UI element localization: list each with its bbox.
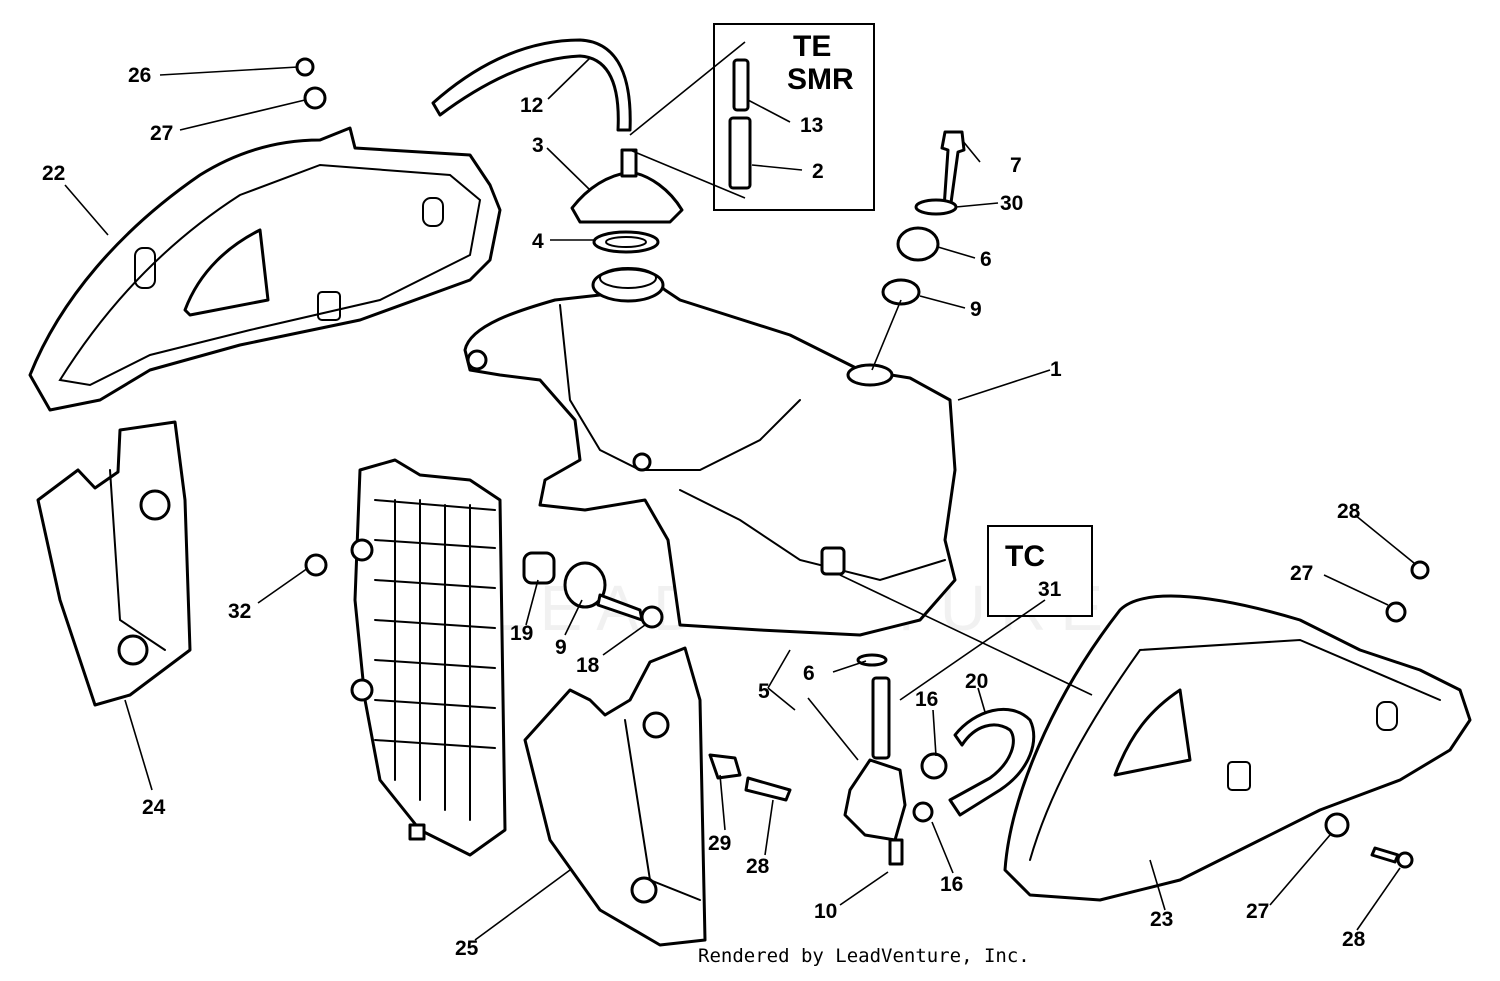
callout-16: 16 — [940, 873, 963, 896]
callout-32: 32 — [228, 600, 251, 623]
tc-inset: TC — [987, 525, 1093, 617]
callout-26: 26 — [128, 64, 151, 87]
tank-bolt-stack[interactable] — [871, 130, 966, 371]
callout-9: 9 — [555, 636, 567, 659]
callout-30: 30 — [1000, 192, 1023, 215]
callout-31: 31 — [1038, 578, 1062, 601]
callout-25: 25 — [455, 937, 479, 960]
leader-lines — [64, 57, 1415, 941]
callout-27: 27 — [150, 122, 173, 145]
callout-24: 24 — [142, 796, 166, 819]
callout-22: 22 — [42, 162, 65, 185]
drain-hose[interactable] — [948, 707, 1036, 817]
callout-16: 16 — [915, 688, 938, 711]
side-panel-left[interactable] — [28, 126, 502, 412]
callout-7: 7 — [1010, 154, 1022, 177]
side-panel-right[interactable] — [839, 574, 1472, 902]
callout-9: 9 — [970, 298, 982, 321]
callout-18: 18 — [576, 654, 600, 677]
callout-29: 29 — [708, 832, 731, 855]
callout-2: 2 — [812, 160, 824, 183]
breather-hose[interactable] — [431, 38, 632, 132]
callout-28: 28 — [1342, 928, 1366, 951]
callout-19: 19 — [510, 622, 533, 645]
render-credit: Rendered by LeadVenture, Inc. — [698, 945, 1030, 967]
callout-28: 28 — [746, 855, 770, 878]
callout-3: 3 — [532, 134, 544, 157]
callout-1: 1 — [1050, 358, 1062, 381]
callout-13: 13 — [800, 114, 823, 137]
tank-mount-hardware[interactable] — [522, 551, 664, 629]
callout-4: 4 — [532, 230, 544, 253]
callout-labels: 26 27 22 12 3 4 13 2 7 30 6 9 1 28 27 31… — [42, 64, 1366, 960]
callout-6: 6 — [980, 248, 992, 271]
radiator-shroud-right[interactable] — [523, 646, 792, 947]
te-label: TE — [793, 30, 831, 63]
smr-label: SMR — [787, 63, 854, 96]
fasteners — [295, 57, 1430, 869]
cap-seal[interactable] — [592, 230, 660, 254]
radiator — [304, 458, 507, 857]
callout-23: 23 — [1150, 908, 1173, 931]
callout-20: 20 — [965, 670, 988, 693]
callout-27: 27 — [1290, 562, 1313, 585]
callout-28: 28 — [1337, 500, 1361, 523]
callout-12: 12 — [520, 94, 543, 117]
tc-label: TC — [1005, 540, 1045, 573]
fuel-cap[interactable] — [570, 148, 684, 224]
callout-5: 5 — [758, 680, 770, 703]
callout-6: 6 — [803, 662, 815, 685]
callout-27: 27 — [1246, 900, 1269, 923]
te-smr-inset: TE SMR — [629, 23, 875, 211]
radiator-shroud-left[interactable] — [36, 420, 192, 707]
fuel-tank[interactable] — [463, 267, 957, 637]
fuel-tap[interactable] — [807, 653, 948, 866]
callout-10: 10 — [814, 900, 837, 923]
